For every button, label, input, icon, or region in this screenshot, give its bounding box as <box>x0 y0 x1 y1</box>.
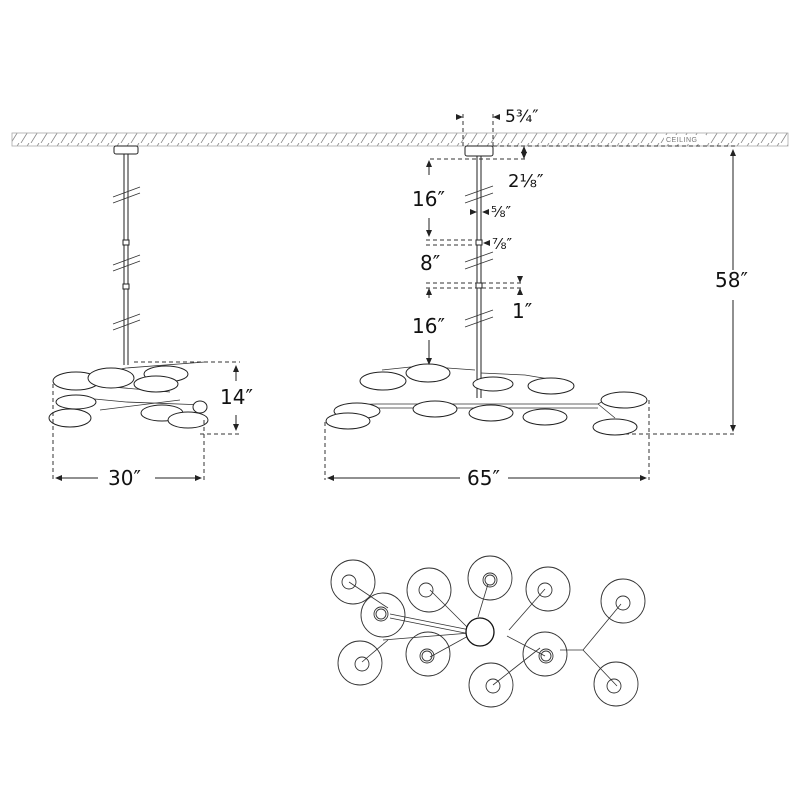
width-label-65in: 65″ <box>467 466 500 490</box>
shade-rings <box>330 555 646 708</box>
canopy-height-label: 2⅛″ <box>508 171 544 192</box>
stem-mid-label: 8″ <box>420 251 440 275</box>
stem-break-icon <box>112 186 141 331</box>
stem-diameter-label: ⅝″ <box>491 203 512 221</box>
coupling2-label: 1″ <box>512 299 532 323</box>
overall-height-label: 58″ <box>715 268 748 292</box>
stem-top-label: 16″ <box>412 187 445 211</box>
width-label-30in: 30″ <box>108 466 141 490</box>
large-fixture: 5¾″ 2⅛″ 16″ ⅝″ ⅞″ 8″ 1″ 16″ <box>324 107 748 490</box>
ceiling-label: CEILING <box>666 137 698 144</box>
ceiling-band: CEILING <box>11 132 789 147</box>
small-fixture: 14″ 30″ <box>48 145 253 490</box>
top-view <box>330 555 646 708</box>
hub <box>465 617 495 647</box>
height-label-14in: 14″ <box>220 385 253 409</box>
canopy-width-label: 5¾″ <box>505 107 539 127</box>
coupling-label: ⅞″ <box>492 235 513 253</box>
stem-break-icon <box>464 185 494 328</box>
stem-bottom-label: 16″ <box>412 314 445 338</box>
